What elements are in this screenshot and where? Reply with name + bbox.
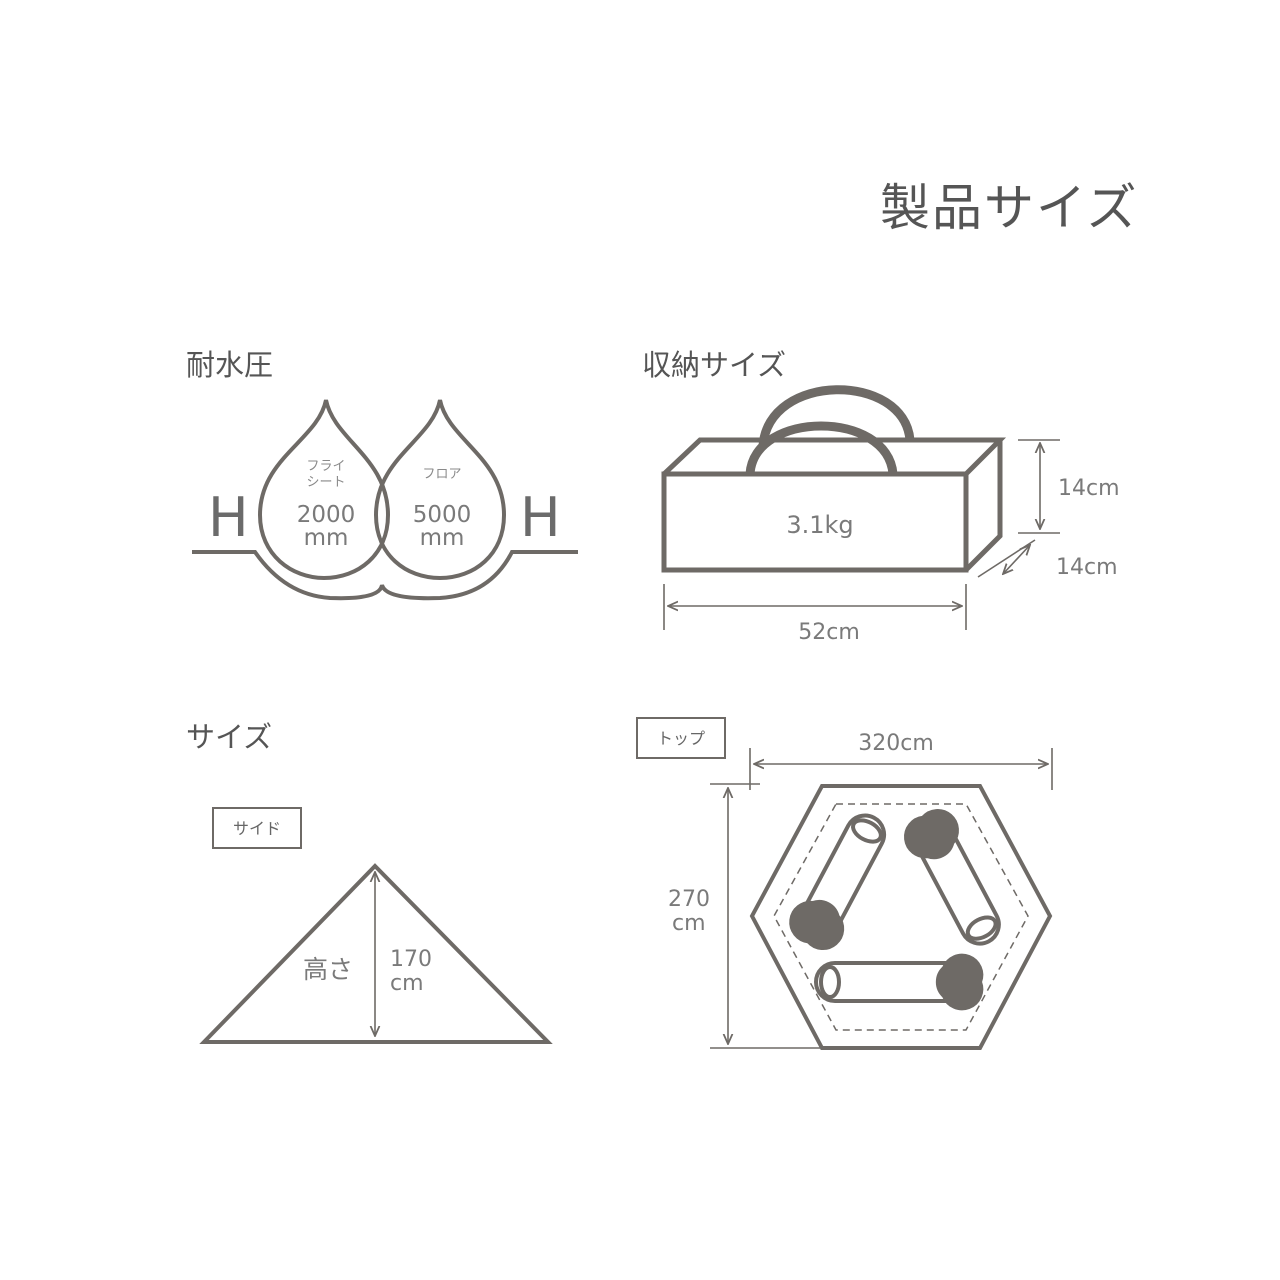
tent-side-icon bbox=[199, 863, 553, 1044]
ground-line bbox=[192, 550, 578, 601]
water-resistance-heading: 耐水圧 bbox=[186, 348, 274, 382]
storage-bag-icon bbox=[661, 385, 1007, 573]
top-width-label: 320cm bbox=[858, 731, 934, 756]
fly-sheet-label: シート bbox=[306, 475, 345, 490]
h-letter-left: H bbox=[208, 486, 249, 549]
top-tag bbox=[636, 717, 726, 759]
height-unit: cm bbox=[390, 971, 424, 996]
height-label: 高さ bbox=[303, 955, 353, 984]
water-resistance-figure bbox=[192, 399, 578, 601]
top-tag-label: トップ bbox=[657, 729, 705, 748]
side-tag-label: サイド bbox=[233, 819, 281, 838]
sleeping-bag-icon bbox=[789, 813, 887, 951]
h-letter-right: H bbox=[520, 486, 561, 549]
bag-height-label: 14cm bbox=[1058, 476, 1120, 501]
height-value: 170 bbox=[390, 947, 432, 972]
bag-weight: 3.1kg bbox=[786, 511, 853, 539]
fly-sheet-label: フライ bbox=[306, 459, 345, 474]
water-drop-icon bbox=[257, 399, 391, 581]
bag-width-label: 52cm bbox=[798, 620, 860, 645]
sleeping-bag-icon bbox=[903, 809, 1001, 946]
fly-sheet-unit: mm bbox=[304, 525, 349, 551]
floor-value: 5000 bbox=[413, 502, 472, 528]
floor-label: フロア bbox=[422, 467, 461, 482]
page-title: 製品サイズ bbox=[880, 179, 1139, 237]
fly-sheet-value: 2000 bbox=[297, 502, 356, 528]
water-drop-icon bbox=[373, 399, 507, 581]
sleeping-bag-icon bbox=[814, 953, 984, 1011]
side-tag bbox=[212, 807, 302, 849]
storage-size-heading: 収納サイズ bbox=[642, 348, 787, 382]
floor-unit: mm bbox=[420, 525, 465, 551]
top-depth-value: 270 bbox=[668, 887, 710, 912]
size-heading: サイズ bbox=[186, 720, 273, 754]
tent-top-icon bbox=[749, 784, 1053, 1050]
bag-depth-label: 14cm bbox=[1056, 555, 1118, 580]
top-dimension-lines bbox=[710, 748, 1053, 1049]
top-depth-unit: cm bbox=[672, 911, 706, 936]
storage-dimension-lines bbox=[663, 439, 1060, 630]
